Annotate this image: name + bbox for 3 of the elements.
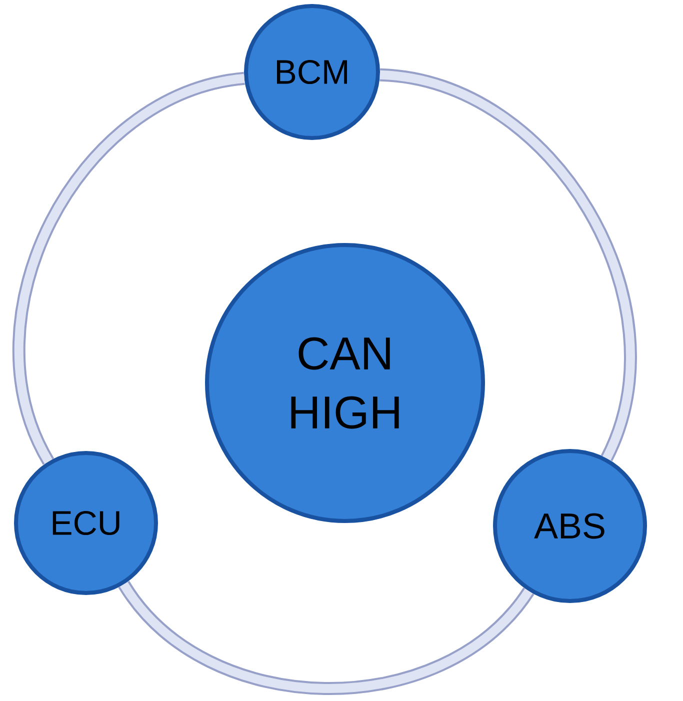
ring-arc: [118, 580, 534, 695]
ring-arc: [12, 72, 246, 464]
ring-arc: [379, 68, 636, 461]
